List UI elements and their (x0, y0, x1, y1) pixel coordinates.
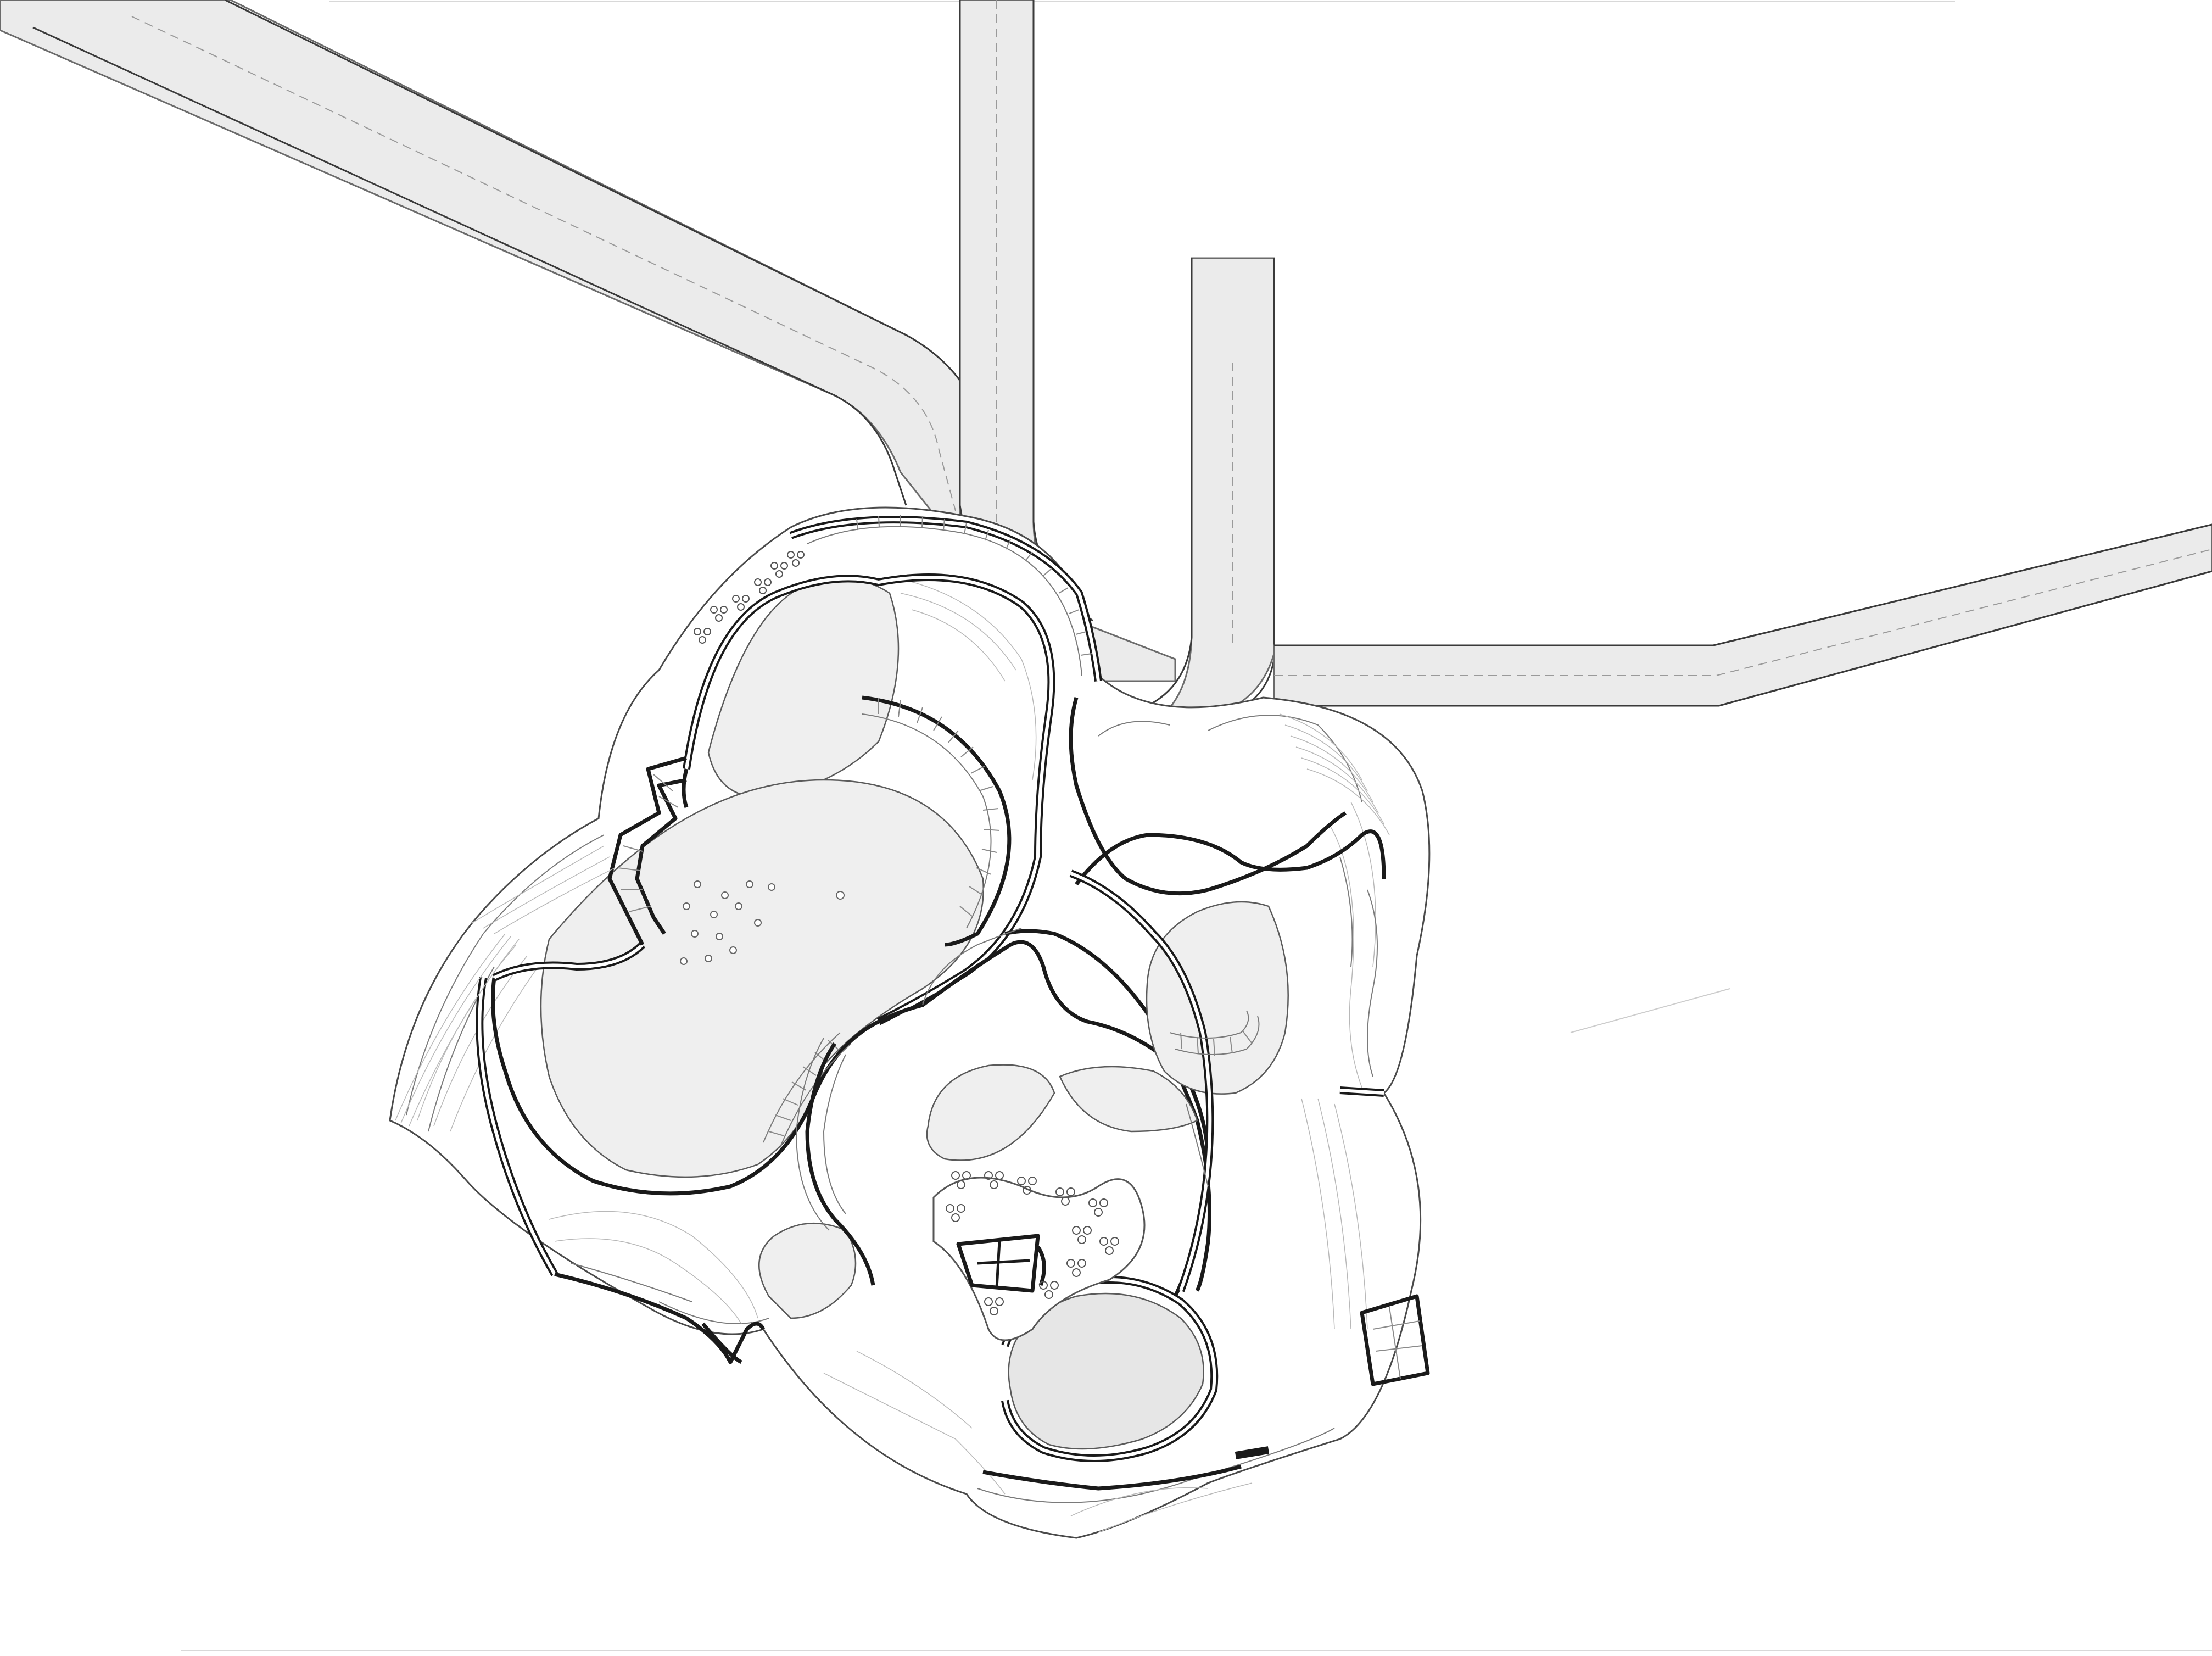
west-hall (476, 573, 1055, 1276)
seating-cluster-south (946, 1171, 1119, 1315)
column-grid (680, 880, 845, 965)
seating-cluster-north (694, 551, 805, 644)
access-road-northwest (0, 0, 1012, 528)
north-gallery (789, 515, 1102, 682)
curved-stair-east (1169, 1010, 1260, 1056)
east-site-line (1570, 988, 1730, 1033)
south-facade (701, 1322, 1270, 1491)
east-facade-lines (1279, 713, 1390, 1077)
stair-tower-west (607, 756, 687, 946)
access-road-east (1273, 523, 2212, 707)
serpentine-floor (932, 1177, 1146, 1341)
glazing-band-west (395, 845, 616, 1127)
stair-tower-south-west (554, 1263, 766, 1364)
curved-stair-west (862, 695, 1012, 947)
east-balcony (1339, 1086, 1430, 1386)
